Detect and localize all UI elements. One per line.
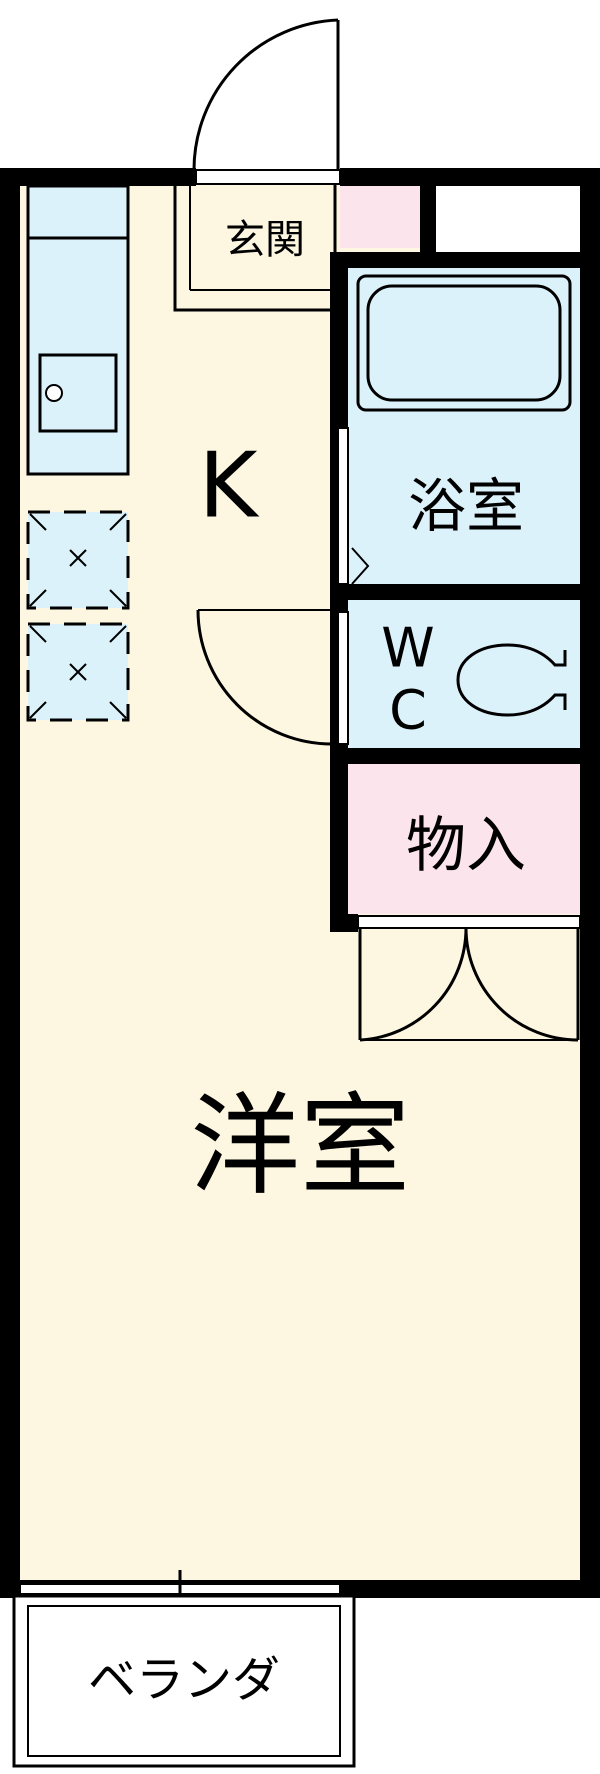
bath-door	[337, 427, 349, 585]
storage-label: 物入	[406, 811, 526, 881]
wall-storage-bottom	[330, 914, 358, 932]
bath-door-marker	[351, 547, 370, 585]
bathtub-inner	[366, 284, 562, 402]
appliance-space-2	[26, 622, 130, 722]
bath-label: 浴室	[408, 472, 524, 540]
storage-door-left-swing	[359, 927, 468, 1042]
balcony-inner	[27, 1605, 341, 1757]
storage-door-right-swing	[464, 927, 579, 1042]
storage-door-rail	[357, 915, 581, 929]
western-room-label: 洋室	[190, 1082, 410, 1210]
entrance-label: 玄関	[225, 217, 305, 263]
toilet-icon	[456, 643, 567, 717]
shaft-wall	[420, 168, 436, 256]
outer-wall-top-left	[0, 168, 196, 186]
wc-label-w: W	[381, 617, 434, 680]
top-right-void	[432, 186, 580, 252]
wc-door	[337, 611, 349, 745]
room-door-swing	[196, 609, 333, 746]
storage-room	[348, 764, 580, 914]
outer-wall-left	[0, 168, 20, 1598]
wall-wc-storage	[330, 748, 600, 764]
wc-label-c: C	[389, 679, 427, 742]
appliance-space-1	[26, 510, 130, 610]
kitchen-label: K	[198, 434, 259, 539]
shoe-closet	[340, 178, 420, 248]
sink-drain-icon	[45, 384, 63, 402]
outer-wall-right	[580, 168, 600, 1598]
entrance-door-swing	[192, 18, 339, 171]
entrance-door-frame	[195, 169, 341, 185]
wet-block-wall-top	[330, 252, 600, 268]
wc-room	[348, 600, 580, 748]
entrance-floor	[173, 176, 337, 312]
wall-bath-wc	[330, 584, 600, 600]
outer-wall-top-right	[340, 168, 600, 186]
balcony-label: ベランダ	[88, 1652, 280, 1708]
